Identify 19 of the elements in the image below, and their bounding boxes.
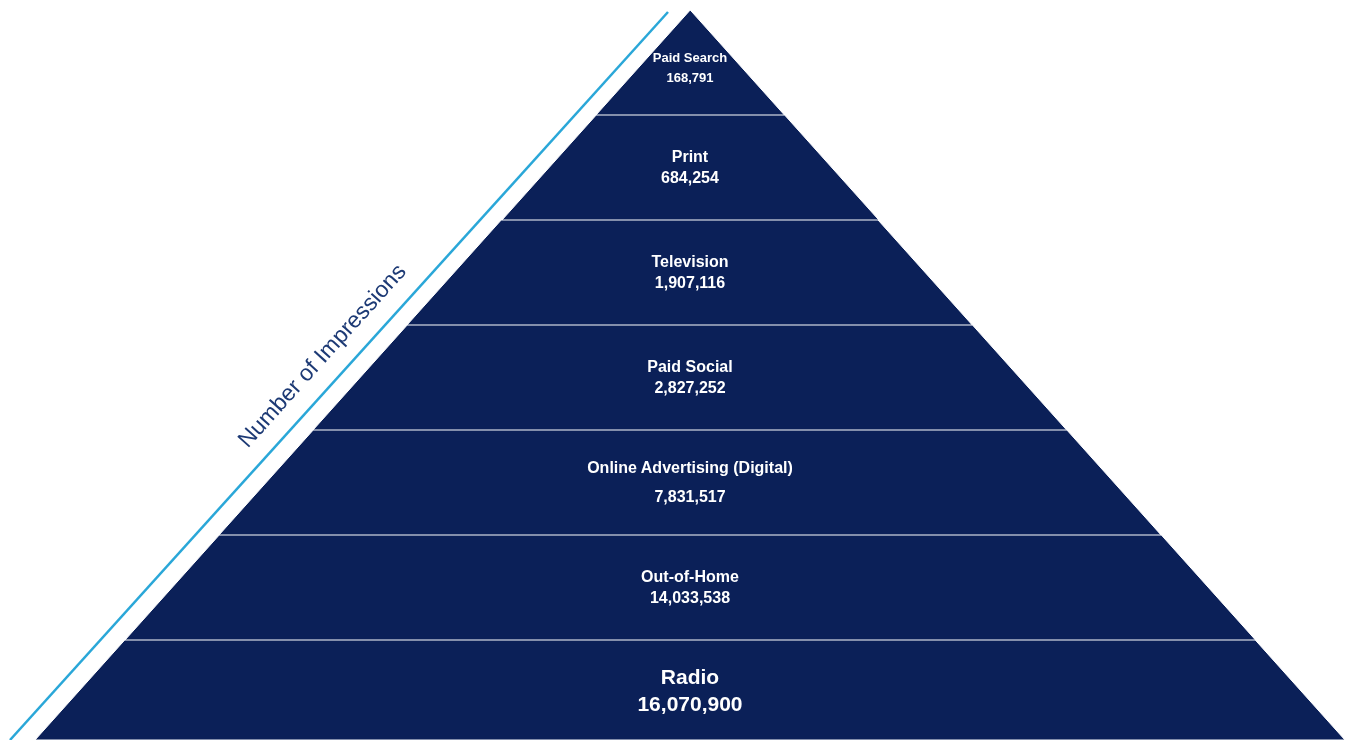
pyramid-tier: [35, 640, 1345, 740]
tier-value: 14,033,538: [649, 587, 731, 608]
tier-value: 168,791: [666, 70, 714, 87]
tier-name: Paid Search: [652, 50, 728, 67]
tier-name: Print: [671, 146, 709, 167]
pyramid-tier: [501, 115, 879, 220]
pyramid-tier: [124, 535, 1256, 640]
tier-name: Radio: [660, 663, 720, 690]
pyramid-tier: [407, 220, 973, 325]
tier-value: 7,831,517: [654, 486, 726, 507]
tier-name: Out-of-Home: [641, 566, 739, 587]
pyramid-tier: [595, 10, 785, 115]
tier-value: 1,907,116: [654, 272, 726, 293]
tier-value: 2,827,252: [654, 377, 726, 398]
tier-value: 16,070,900: [637, 691, 743, 717]
tier-name: Online Advertising (Digital): [587, 457, 793, 478]
tier-name: Television: [651, 251, 729, 272]
tier-value: 684,254: [661, 167, 719, 188]
tier-name: Paid Social: [647, 356, 733, 377]
